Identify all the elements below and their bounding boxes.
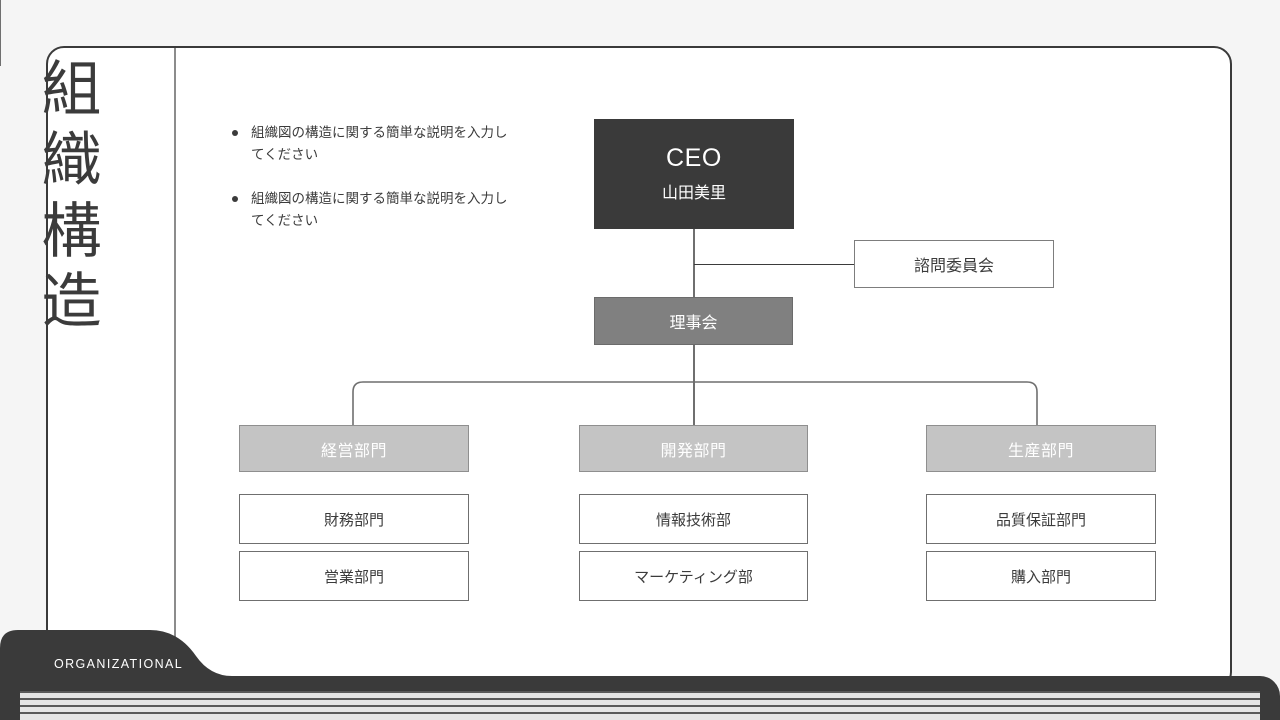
stripe-line xyxy=(20,698,1260,700)
footer-label: ORGANIZATIONAL xyxy=(54,657,184,671)
bullet-dot-icon xyxy=(232,195,238,202)
node-advisory-committee[interactable]: 諮問委員会 xyxy=(854,240,1054,288)
footer-tab-shape xyxy=(0,630,260,686)
page-title: 組織構造 xyxy=(41,56,103,336)
node-sub-quality-assurance[interactable]: 品質保証部門 xyxy=(926,494,1156,544)
bullet-dot-icon xyxy=(232,130,238,136)
node-board-of-directors[interactable]: 理事会 xyxy=(594,297,793,345)
card-vertical-divider xyxy=(174,48,176,692)
stripe-line xyxy=(20,691,1260,693)
node-division-management[interactable]: 経営部門 xyxy=(239,425,469,472)
node-sub-information-technology[interactable]: 情報技術部 xyxy=(579,494,808,544)
node-sub-sales[interactable]: 営業部門 xyxy=(239,551,469,601)
connector-division1-to-sub xyxy=(0,0,1,22)
node-division-development[interactable]: 開発部門 xyxy=(579,425,808,472)
stripe-line xyxy=(20,712,1260,714)
bullet-text: 組織図の構造に関する簡単な説明を入力してください xyxy=(251,190,508,228)
node-ceo-name: 山田美里 xyxy=(661,185,726,203)
node-ceo[interactable]: CEO 山田美里 xyxy=(594,119,794,229)
connector-division3-to-sub xyxy=(0,44,1,66)
footer-stripes xyxy=(20,691,1260,720)
node-division-production[interactable]: 生産部門 xyxy=(926,425,1156,472)
node-sub-marketing[interactable]: マーケティング部 xyxy=(579,551,808,601)
stripe-line xyxy=(20,705,1260,707)
bullet-list: 組織図の構造に関する簡単な説明を入力してください 組織図の構造に関する簡単な説明… xyxy=(232,122,512,253)
connector-bus-to-divisions xyxy=(348,378,1042,426)
connector-ceo-to-advisory xyxy=(694,264,854,265)
connector-division2-to-sub xyxy=(0,22,1,44)
connector-board-to-bus xyxy=(693,345,695,449)
list-item: 組織図の構造に関する簡単な説明を入力してください xyxy=(232,122,512,166)
bullet-text: 組織図の構造に関する簡単な説明を入力してください xyxy=(251,125,508,162)
node-ceo-title: CEO xyxy=(666,143,722,172)
node-sub-purchasing[interactable]: 購入部門 xyxy=(926,551,1156,601)
node-sub-finance[interactable]: 財務部門 xyxy=(239,494,469,544)
list-item: 組織図の構造に関する簡単な説明を入力してください xyxy=(232,188,512,232)
connector-ceo-to-board xyxy=(693,229,695,297)
